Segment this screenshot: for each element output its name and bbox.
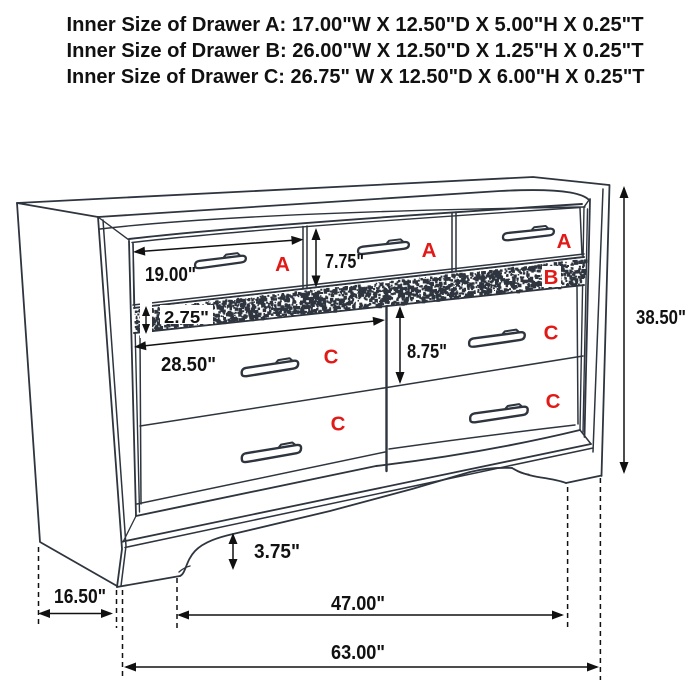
svg-text:Inner Size of Drawer B: 26.00": Inner Size of Drawer B: 26.00"W X 12.50"… xyxy=(67,40,645,62)
svg-text:2.75": 2.75" xyxy=(164,307,209,327)
svg-text:47.00": 47.00" xyxy=(331,592,385,615)
svg-text:16.50": 16.50" xyxy=(54,585,106,608)
svg-text:19.00": 19.00" xyxy=(145,263,196,286)
svg-text:8.75": 8.75" xyxy=(407,340,447,363)
svg-text:C: C xyxy=(544,322,559,345)
svg-text:3.75": 3.75" xyxy=(254,540,300,563)
svg-text:A: A xyxy=(557,230,572,253)
svg-text:Inner Size of Drawer C: 26.75": Inner Size of Drawer C: 26.75" W X 12.50… xyxy=(67,66,646,88)
svg-text:63.00": 63.00" xyxy=(331,641,385,664)
svg-text:C: C xyxy=(331,413,346,436)
svg-text:C: C xyxy=(546,390,561,413)
svg-text:Inner Size of Drawer A: 17.00": Inner Size of Drawer A: 17.00"W X 12.50"… xyxy=(67,14,645,36)
svg-text:7.75": 7.75" xyxy=(325,250,364,273)
svg-text:38.50": 38.50" xyxy=(636,306,686,329)
svg-text:B: B xyxy=(544,266,559,289)
svg-text:A: A xyxy=(422,239,437,262)
svg-text:C: C xyxy=(324,346,339,369)
svg-text:A: A xyxy=(275,253,290,276)
svg-text:28.50": 28.50" xyxy=(161,353,216,376)
